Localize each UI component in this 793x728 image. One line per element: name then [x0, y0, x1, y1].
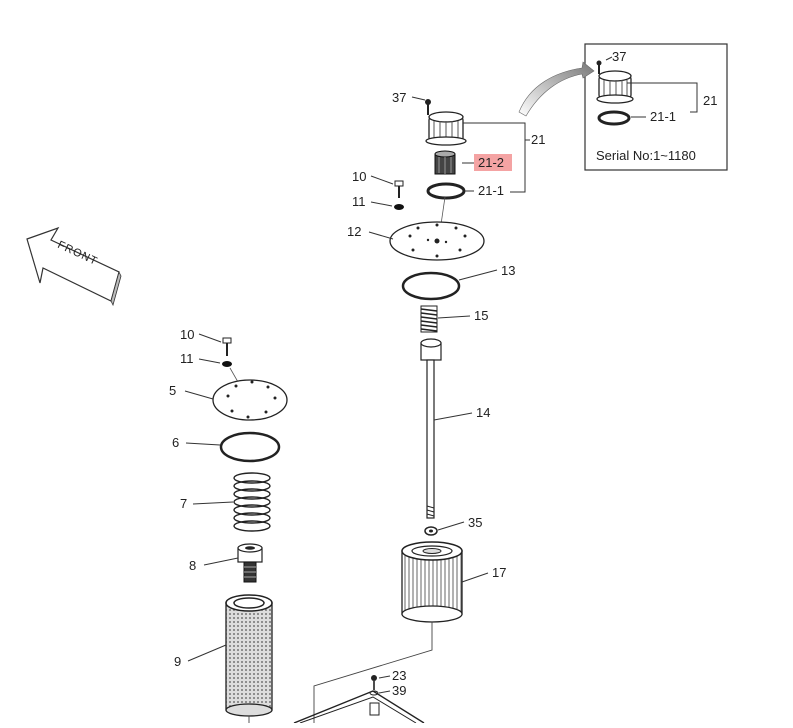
label-12[interactable]: 12	[347, 224, 361, 239]
filter-element-9[interactable]	[225, 594, 273, 723]
label-21[interactable]: 21	[531, 132, 545, 147]
label-13[interactable]: 13	[501, 263, 515, 278]
label-11-upper[interactable]: 11	[352, 194, 366, 209]
highlight-box	[474, 154, 512, 171]
washer-11-lower[interactable]	[222, 361, 232, 367]
label-37[interactable]: 37	[392, 90, 406, 105]
o-ring-6[interactable]	[219, 431, 281, 463]
label-7[interactable]: 7	[180, 496, 187, 511]
label-17[interactable]: 17	[492, 565, 506, 580]
front-direction-arrow: FRONT	[26, 226, 122, 307]
callout-arrow-icon	[518, 61, 595, 117]
rod-14[interactable]	[420, 338, 442, 519]
label-11-lower[interactable]: 11	[180, 351, 194, 366]
label-5[interactable]: 5	[169, 383, 176, 398]
breather-cap-21[interactable]	[425, 111, 467, 146]
label-23[interactable]: 23	[392, 668, 406, 683]
serial-number-text: Serial No:1~1180	[596, 148, 696, 163]
tank-base[interactable]	[293, 690, 425, 724]
label-15[interactable]: 15	[474, 308, 488, 323]
inset-screw-icon	[596, 60, 602, 74]
valve-8[interactable]	[237, 543, 263, 583]
inset-cap[interactable]	[596, 70, 634, 104]
label-10-upper[interactable]: 10	[352, 169, 366, 184]
bolt-10-upper[interactable]	[394, 180, 404, 198]
inset-label-21-1[interactable]: 21-1	[650, 109, 676, 124]
inset-label-21[interactable]: 21	[703, 93, 717, 108]
cover-plate-12[interactable]	[389, 221, 485, 261]
filter-element-17[interactable]	[401, 541, 463, 623]
label-6[interactable]: 6	[172, 435, 179, 450]
spring-15[interactable]	[420, 305, 438, 333]
bolt-23[interactable]	[371, 675, 377, 690]
label-14[interactable]: 14	[476, 405, 490, 420]
bolt-10-lower[interactable]	[222, 337, 232, 356]
label-21-2[interactable]: 21-2	[478, 155, 504, 170]
label-8[interactable]: 8	[189, 558, 196, 573]
nut-35[interactable]	[424, 526, 438, 536]
inset-label-37[interactable]: 37	[612, 49, 626, 64]
screw-37[interactable]	[425, 99, 431, 115]
inset-gasket[interactable]	[597, 110, 631, 126]
label-39[interactable]: 39	[392, 683, 406, 698]
o-ring-13[interactable]	[401, 271, 461, 301]
cover-plate-5[interactable]	[212, 379, 288, 421]
inset-box: 37 21 21-1 Serial No:1~1180	[584, 43, 728, 171]
label-9[interactable]: 9	[174, 654, 181, 669]
label-35[interactable]: 35	[468, 515, 482, 530]
spring-7[interactable]	[233, 472, 271, 532]
breather-element-21-2[interactable]	[434, 150, 456, 175]
gasket-21-1[interactable]	[426, 182, 466, 200]
label-10-lower[interactable]: 10	[180, 327, 194, 342]
washer-11-upper[interactable]	[394, 204, 404, 210]
label-21-1[interactable]: 21-1	[478, 183, 504, 198]
